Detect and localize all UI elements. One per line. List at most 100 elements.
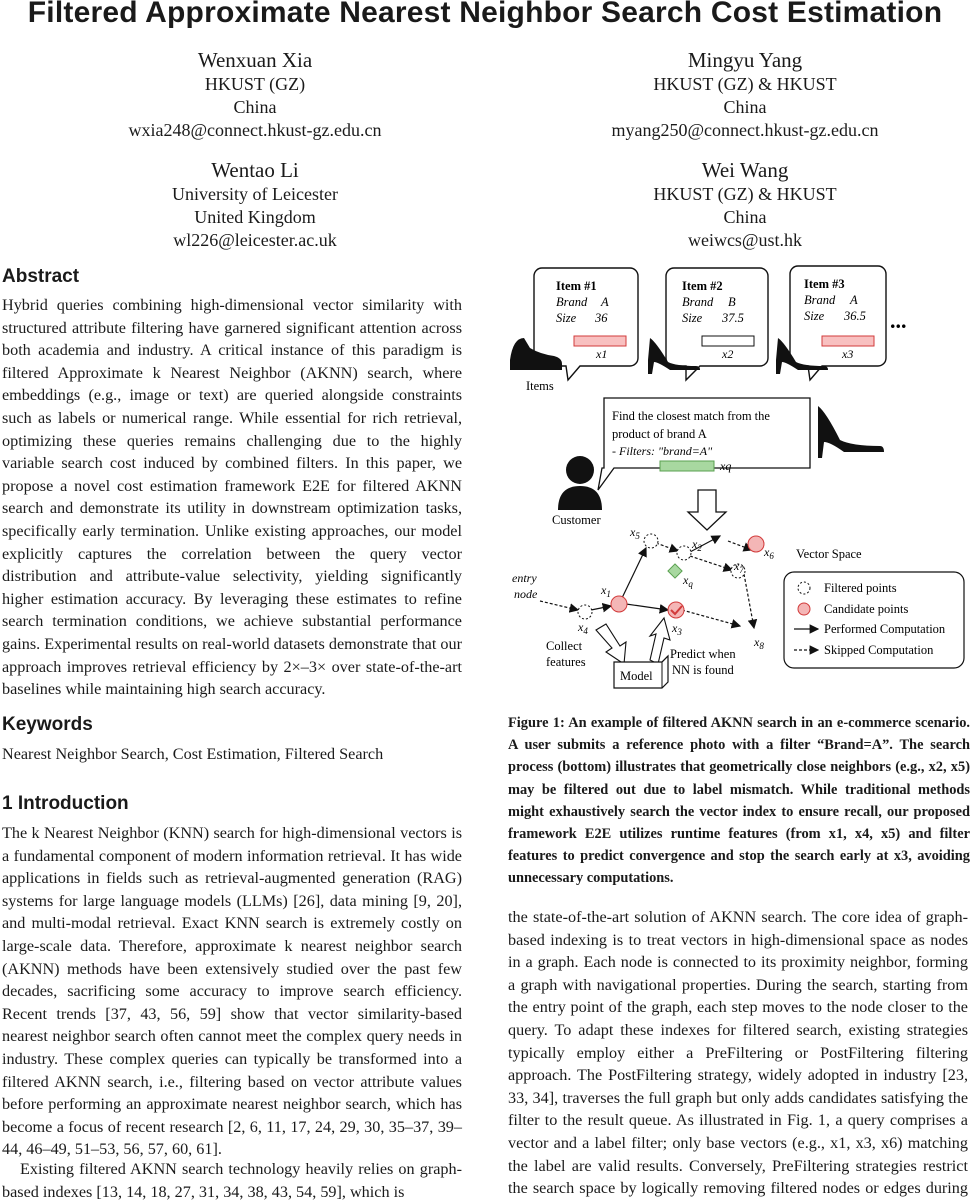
- arrow-icon: [648, 616, 671, 665]
- node-label: x5: [629, 525, 640, 541]
- query-box: Find the closest match from the product …: [597, 397, 811, 491]
- author-block: Mingyu Yang HKUST (GZ) & HKUST China mya…: [550, 48, 940, 142]
- entry-label: node: [514, 587, 538, 601]
- vector-space-label: Vector Space: [796, 547, 862, 561]
- query-text: product of brand A: [612, 427, 707, 441]
- item-vector-bar: [573, 335, 627, 347]
- abstract-heading: Abstract: [2, 266, 80, 287]
- item-card: Item #2 Brand B Size 37.5 x2: [665, 267, 769, 382]
- candidate-point: [610, 595, 628, 613]
- item-card: Item #3 Brand A Size 36.5 x3: [789, 265, 887, 382]
- candidate-point: [747, 535, 765, 553]
- item-brand-value: A: [849, 293, 858, 307]
- author-affiliation: University of Leicester: [172, 184, 338, 204]
- node-label: x8: [753, 635, 764, 651]
- legend-item: Candidate points: [824, 602, 908, 616]
- item-var: x1: [595, 347, 607, 361]
- collect-label: features: [546, 655, 586, 669]
- item-brand-value: B: [728, 295, 736, 309]
- high-heel-icon: [648, 338, 700, 374]
- author-block: Wenxuan Xia HKUST (GZ) China wxia248@con…: [60, 48, 450, 142]
- author-affiliation: HKUST (GZ) & HKUST: [653, 184, 837, 204]
- author-name: Wentao Li: [211, 158, 299, 182]
- intro-paragraph: The k Nearest Neighbor (KNN) search for …: [2, 824, 462, 1159]
- author-email[interactable]: wxia248@connect.hkust-gz.edu.cn: [128, 120, 382, 140]
- items-label: Items: [526, 379, 554, 393]
- figure-1: Item #1 Brand A Size 36 x1 Item #2 Brand…: [510, 265, 965, 689]
- item-title: Item #1: [556, 279, 597, 293]
- author-affiliation: HKUST (GZ) & HKUST: [653, 74, 837, 94]
- item-title: Item #2: [682, 279, 723, 293]
- arrow-icon: [595, 623, 627, 665]
- intro-paragraph-continued: the state-of-the-art solution of AKNN se…: [508, 908, 968, 1198]
- shoe-icon: [510, 338, 562, 370]
- intro-paragraph: Existing filtered AKNN search technology…: [2, 1160, 462, 1200]
- author-country: China: [723, 97, 767, 117]
- filtered-point: [643, 533, 659, 549]
- node-label: x1: [600, 583, 611, 599]
- author-email[interactable]: wl226@leicester.ac.uk: [173, 230, 337, 250]
- item-brand-label: Brand: [682, 295, 714, 309]
- query-point: [667, 563, 683, 579]
- filtered-point: [577, 604, 593, 620]
- author-country: United Kingdom: [194, 207, 316, 227]
- model-box: Model: [613, 654, 669, 689]
- author-email[interactable]: weiwcs@ust.hk: [687, 230, 803, 250]
- filtered-point: [676, 545, 692, 561]
- section-heading: 1 Introduction: [2, 793, 129, 814]
- node-label: x7: [733, 559, 744, 575]
- item-size-value: 36: [594, 311, 608, 325]
- query-text: Find the closest match from the: [612, 409, 770, 423]
- item-size-value: 36.5: [843, 309, 866, 323]
- high-heel-icon: [818, 406, 884, 458]
- model-label: Model: [620, 669, 653, 683]
- keywords-text: Nearest Neighbor Search, Cost Estimation…: [2, 745, 384, 763]
- legend: Filtered points Candidate points Perform…: [783, 571, 965, 669]
- collect-label: Collect: [546, 639, 583, 653]
- node-label: x6: [763, 545, 774, 561]
- author-email[interactable]: myang250@connect.hkust-gz.edu.cn: [611, 120, 879, 140]
- query-var: xq: [719, 459, 731, 473]
- high-heel-icon: [776, 338, 828, 374]
- node-label: x3: [671, 621, 682, 637]
- query-vector-bar: [659, 460, 715, 472]
- predict-label: Predict when: [670, 647, 736, 661]
- author-affiliation: HKUST (GZ): [204, 74, 306, 94]
- abstract-text: Hybrid queries combining high-dimensiona…: [2, 296, 462, 699]
- item-brand-label: Brand: [804, 293, 836, 307]
- entry-label: entry: [512, 571, 537, 585]
- author-country: China: [233, 97, 277, 117]
- candidate-point: [667, 601, 685, 619]
- query-filter: - Filters: "brand=A": [612, 444, 713, 458]
- author-block: Wei Wang HKUST (GZ) & HKUST China weiwcs…: [550, 158, 940, 252]
- customer-icon: [558, 456, 602, 510]
- item-title: Item #3: [804, 277, 845, 291]
- legend-item: Performed Computation: [824, 622, 946, 636]
- arrow-down-icon: [686, 489, 728, 531]
- item-var: x2: [721, 347, 733, 361]
- item-vector-bar: [821, 335, 875, 347]
- item-size-value: 37.5: [721, 311, 744, 325]
- item-vector-bar: [701, 335, 755, 347]
- author-name: Wenxuan Xia: [197, 48, 313, 72]
- figure-caption: Figure 1: An example of filtered AKNN se…: [508, 715, 970, 887]
- item-var: x3: [841, 347, 853, 361]
- item-size-label: Size: [682, 311, 703, 325]
- node-label: x4: [577, 620, 588, 636]
- author-name: Mingyu Yang: [687, 48, 803, 72]
- author-name: Wei Wang: [701, 158, 789, 182]
- item-size-label: Size: [556, 311, 577, 325]
- node-label: xq: [682, 573, 693, 589]
- node-label: x2: [691, 537, 702, 553]
- item-card: Item #1 Brand A Size 36 x1: [533, 267, 639, 382]
- filtered-point: [730, 563, 746, 579]
- check-icon: [670, 605, 683, 616]
- customer-label: Customer: [552, 513, 601, 527]
- item-brand-value: A: [600, 295, 609, 309]
- paper-title: Filtered Approximate Nearest Neighbor Se…: [27, 0, 943, 29]
- predict-label: NN is found: [672, 663, 735, 677]
- keywords-heading: Keywords: [2, 714, 93, 735]
- ellipsis: ...: [890, 308, 907, 333]
- item-size-label: Size: [804, 309, 825, 323]
- item-brand-label: Brand: [556, 295, 588, 309]
